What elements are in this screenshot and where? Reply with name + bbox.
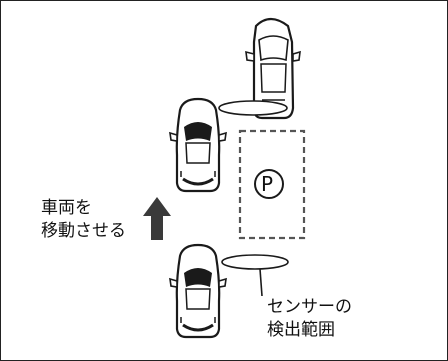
- parked-car: [245, 17, 301, 120]
- sensor-leader-line: [259, 268, 263, 297]
- moving-car-upper: [168, 97, 228, 193]
- instruction-line-2: 移動させる: [41, 221, 126, 241]
- parking-symbol-letter: P: [261, 172, 274, 196]
- sensor-label-line-2: 検出範囲: [267, 320, 335, 340]
- instruction-line-1: 車両を: [41, 198, 92, 218]
- sensor-label-line-1: センサーの: [267, 297, 352, 317]
- moving-car-lower: [168, 243, 228, 339]
- sensor-beam-bottom: [221, 254, 289, 270]
- parking-space: [238, 129, 306, 240]
- sensor-beam-top: [218, 100, 288, 116]
- move-direction-arrow: [143, 197, 171, 240]
- parking-symbol-circle: [254, 169, 284, 199]
